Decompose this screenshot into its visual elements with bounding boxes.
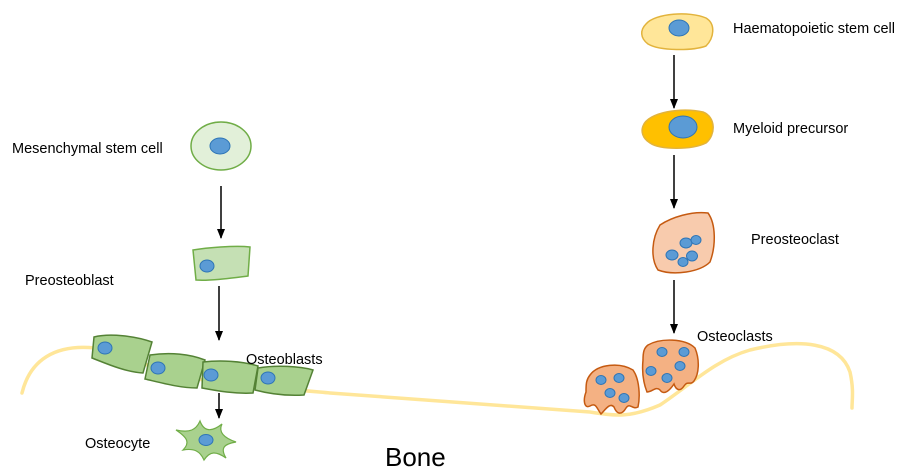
nucleus	[646, 367, 656, 376]
preosteoclast-cell	[653, 213, 714, 273]
osteoblast-cell-4	[255, 366, 313, 395]
label-myeloid-precursor: Myeloid precursor	[733, 121, 848, 137]
label-preosteoclast: Preosteoclast	[751, 232, 839, 248]
osteoblast-cell-2	[145, 354, 205, 388]
label-osteoclasts: Osteoclasts	[697, 329, 773, 345]
nucleus	[204, 369, 218, 381]
nucleus	[657, 348, 667, 357]
nucleus	[210, 138, 230, 154]
nucleus	[596, 376, 606, 385]
nucleus	[614, 374, 624, 383]
osteoclast-cell-1	[584, 365, 639, 414]
nucleus	[675, 362, 685, 371]
nucleus	[619, 394, 629, 403]
label-mesenchymal-stem-cell: Mesenchymal stem cell	[12, 141, 163, 157]
osteoblast-cell-1	[92, 335, 152, 373]
preosteoblast-cell	[193, 246, 250, 280]
nucleus	[687, 251, 698, 261]
nucleus	[691, 236, 701, 245]
nucleus	[666, 250, 678, 260]
nucleus	[669, 116, 697, 138]
haematopoietic-stem-cell	[642, 14, 713, 50]
label-osteoblasts: Osteoblasts	[246, 352, 323, 368]
label-preosteoblast: Preosteoblast	[25, 273, 114, 289]
nucleus	[605, 389, 615, 398]
nucleus	[200, 260, 214, 272]
osteocyte-cell	[176, 421, 236, 460]
nucleus	[98, 342, 112, 354]
nucleus	[669, 20, 689, 36]
nucleus	[679, 348, 689, 357]
myeloid-precursor-cell	[642, 110, 713, 148]
label-bone: Bone	[385, 442, 446, 472]
nucleus	[680, 238, 692, 248]
label-osteocyte: Osteocyte	[85, 436, 150, 452]
nucleus	[261, 372, 275, 384]
nucleus	[199, 435, 213, 446]
nucleus	[662, 374, 672, 383]
nucleus	[678, 258, 688, 267]
mesenchymal-stem-cell	[191, 122, 251, 170]
label-haematopoietic-stem-cell: Haematopoietic stem cell	[733, 21, 895, 37]
nucleus	[151, 362, 165, 374]
